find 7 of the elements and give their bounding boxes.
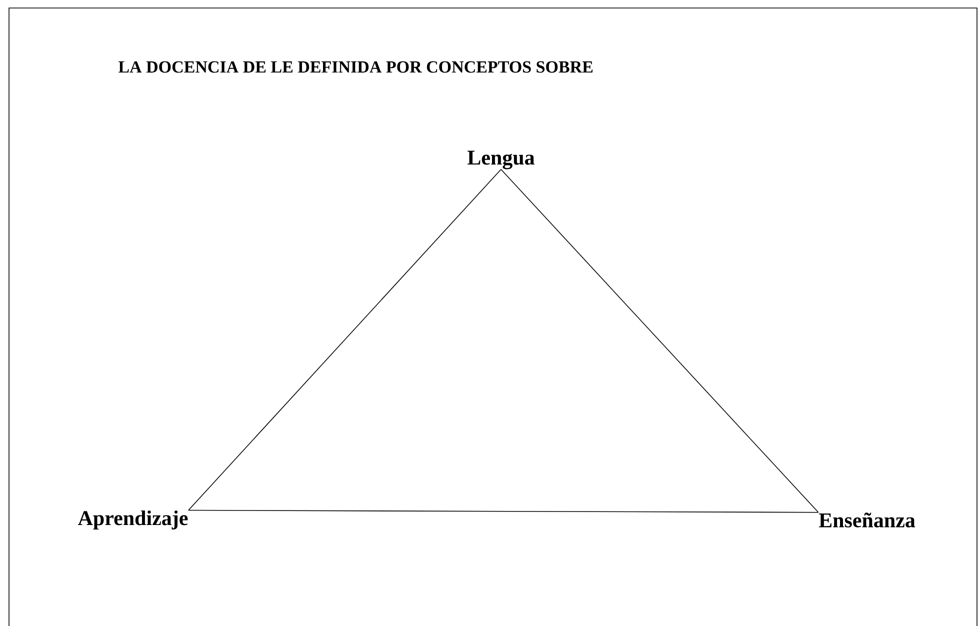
vertex-label: Aprendizaje [78,510,188,530]
triangle-side [188,168,502,511]
vertex-label: Lengua [468,150,535,170]
vertex-label: Enseñanza [818,512,916,528]
title: LA DOCENCIA DE LE DEFINIDA POR CONCEPTOS SOBRE [118,61,593,73]
triangle-side [188,510,819,513]
triangle-side [500,168,819,513]
